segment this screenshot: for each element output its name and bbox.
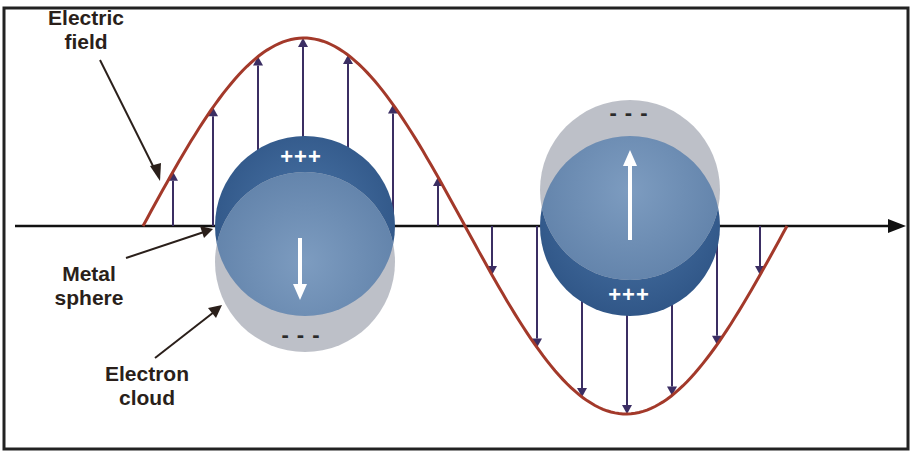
electric-field-wave [143,38,787,414]
charge-sign: +++ [280,145,322,169]
field-vector [437,186,439,226]
field-vector [759,226,761,266]
leader-line [155,312,214,358]
field-label: Electric field [38,6,134,54]
overlap-region [215,172,395,352]
displacement-arrowhead [293,284,307,300]
displacement-arrowhead [623,150,637,166]
displacement-arrow [298,238,302,286]
part-label: Metal sphere [42,262,136,310]
electron-cloud [540,100,720,280]
field-vector [212,116,214,226]
overlap-region [540,100,720,280]
leader-arrowhead [208,305,222,318]
leader-arrowhead [200,226,213,238]
leader-line [100,60,156,172]
frame [4,8,908,449]
axis-line [15,225,890,228]
leader-arrowhead [150,163,161,181]
charge-sign: - - - [281,323,320,347]
charge-sign: - - - [609,101,648,125]
field-vector [491,226,493,266]
axis-arrowhead [888,219,906,233]
charge-sign: +++ [608,283,650,307]
field-vector [172,181,174,226]
field-vector [536,226,538,338]
displacement-arrow [628,164,632,240]
electron-cloud [215,172,395,352]
part-label: Electron cloud [97,362,197,410]
leader-line [126,232,204,258]
